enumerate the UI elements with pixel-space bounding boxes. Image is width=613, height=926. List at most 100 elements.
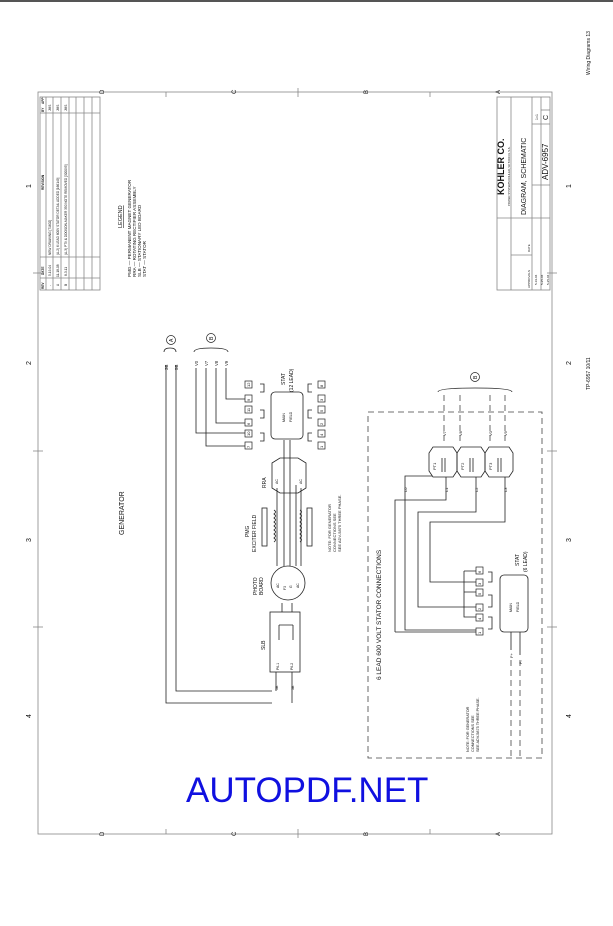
stat12-sub: (12 LEAD) (289, 368, 295, 392)
v-wires: B V0 V7 V8 V9 (193, 333, 246, 447)
terminal: 4 (319, 433, 324, 436)
legend-item: STAT — STATOR (142, 240, 147, 277)
rev-cell: (A-2) 6 LEAD 600V STATOR DETAIL ADDED [1… (56, 177, 60, 255)
terminal: 11 (246, 407, 251, 412)
approval-date: 5-25-04 (540, 274, 544, 285)
stator-12-lead: STAT (12 LEAD) MAIN FIELD 12 9 11 6 10 7… (244, 368, 326, 450)
legend-item: RRA — ROTATING RECTIFIER ASSEMBLY (132, 186, 137, 277)
revision-table: REV DATE REVISION BY APP - 5-19-04 NEW D… (39, 97, 101, 291)
zone-numbers-right: 1 2 3 4 (566, 184, 573, 718)
approvals-label: APPROVALS (527, 270, 531, 288)
zone-letters-bottom: D C B A (100, 831, 502, 836)
six-lead-title: 6 LEAD 600 VOLT STATOR CONNECTIONS (376, 549, 383, 680)
l-label: L3 (503, 487, 508, 492)
ac-label: AC (299, 479, 303, 484)
watermark: AUTOPDF.NET (186, 771, 429, 810)
zone-letter: D (100, 831, 106, 836)
stat12-label: STAT (281, 373, 287, 385)
rotor-assembly: RRA AC AC PMG EXCITER FIELD PHOTO BOARD … (245, 440, 313, 703)
zone-letters-top: D C B A (100, 89, 502, 94)
rev-cell: JMS (64, 105, 68, 111)
zone-letter: C (232, 831, 238, 836)
legend-title: LEGEND (118, 205, 124, 228)
section-header: Wiring Diagrams 13 (586, 31, 592, 75)
terminal: 4 (477, 617, 482, 620)
terminal: 2 (319, 422, 324, 425)
approval-date: 5-19-04 (534, 274, 538, 285)
revision-letter: C (543, 115, 550, 120)
zone-number: 2 (26, 361, 33, 365)
terminal: 3 (477, 582, 482, 585)
rev-cell: NEW DRAWING [71602] (48, 220, 52, 255)
legend-item: PMG — PERMANENT MAGNET GENERATOR (127, 179, 132, 277)
f3-label: F3 (283, 586, 287, 590)
wire-label-5b: 5B (174, 364, 179, 370)
ac-label: AC (275, 479, 279, 484)
rev-cell: JMS (56, 105, 60, 111)
main-field: MAIN (282, 413, 286, 422)
pt-v-label: V9 (503, 430, 508, 436)
g-label: G (289, 585, 293, 588)
stat6-sub: (6 LEAD) (523, 551, 529, 572)
rev-header: REVISION (41, 174, 45, 190)
f-minus: F- (518, 660, 523, 664)
drawing-frame (37, 91, 553, 835)
pt-v-label: V0 (488, 430, 493, 436)
note-line: NOTE: FOR GENERATOR (466, 706, 470, 752)
note-generator-2: NOTE: FOR GENERATOR CONNECTIONS SEE SEE … (466, 697, 480, 752)
zone-letter: A (496, 832, 502, 836)
pt-label: PT3 (488, 462, 493, 470)
zone-number: 1 (26, 184, 33, 188)
l-label: L1 (444, 487, 449, 492)
main-field: MAIN (509, 603, 513, 612)
l-label: L2 (474, 487, 479, 492)
bubble-b: B (209, 336, 215, 340)
rev-cell: (A-3) PT9 & DOOSON-MAKER 350 NOTE REMOVE… (64, 164, 68, 255)
note-line: CONNECTIONS SEE (332, 513, 337, 552)
rev-cell: A (56, 283, 60, 286)
terminal: 6 (477, 570, 482, 573)
doc-code: TP-6957 10/11 (586, 357, 592, 390)
zone-number: 3 (566, 538, 573, 542)
approval-date: 5-25-04 (546, 274, 550, 285)
p6-2-label: P6-2 (290, 663, 294, 670)
zone-number: 4 (26, 714, 33, 718)
rev-cell: 11-18-08 (56, 264, 60, 277)
wire-label-5b: 5B (275, 685, 279, 690)
zone-number: 1 (566, 184, 573, 188)
exciter-label: EXCITER FIELD (252, 514, 258, 552)
v-label: V0 (194, 360, 199, 366)
wire-label-3b: 3B (291, 685, 295, 690)
main-field: FIELD (516, 601, 520, 612)
pt-v-label: V8 (458, 430, 463, 436)
zone-letter: A (496, 90, 502, 94)
rev-header: APP (41, 97, 45, 104)
note-generator-1: NOTE: FOR GENERATOR CONNECTIONS SEE SEE … (327, 494, 342, 552)
terminal: 1 (319, 445, 324, 448)
l-label: L0 (403, 487, 408, 492)
drawing-title: DIAGRAM, SCHEMATIC (521, 138, 528, 215)
drawing-number: ADV-6957 (541, 143, 550, 180)
rev-header: DATE (41, 267, 45, 275)
rra-label: RRA (262, 477, 268, 488)
terminal: 7 (246, 445, 251, 448)
company-sub: POWER SYSTEMS KOHLER, WI 53044 U.S.A. (507, 146, 511, 206)
terminal: 5 (477, 592, 482, 595)
rev-cell: JMS (48, 105, 52, 111)
terminal: 9 (246, 398, 251, 401)
legend: LEGEND PMG — PERMANENT MAGNET GENERATOR … (118, 179, 147, 277)
company-name: KOHLER CO. (496, 138, 506, 195)
board-label: BOARD (259, 577, 265, 595)
rev-cell: 8-3-11 (64, 267, 68, 276)
terminal: 1 (477, 631, 482, 634)
bubble-a: A (169, 338, 175, 342)
zone-number: 3 (26, 538, 33, 542)
note-line: CONNECTIONS SEE (471, 715, 475, 752)
zone-letter: B (364, 832, 370, 836)
zone-number: 4 (566, 714, 573, 718)
bubble-b: B (473, 375, 479, 379)
v-label: V7 (204, 360, 209, 366)
six-lead-connections: 6 LEAD 600 VOLT STATOR CONNECTIONS B V7 … (367, 372, 543, 759)
legend-item: SLB — STATIONARY LED BOARD (137, 204, 142, 277)
